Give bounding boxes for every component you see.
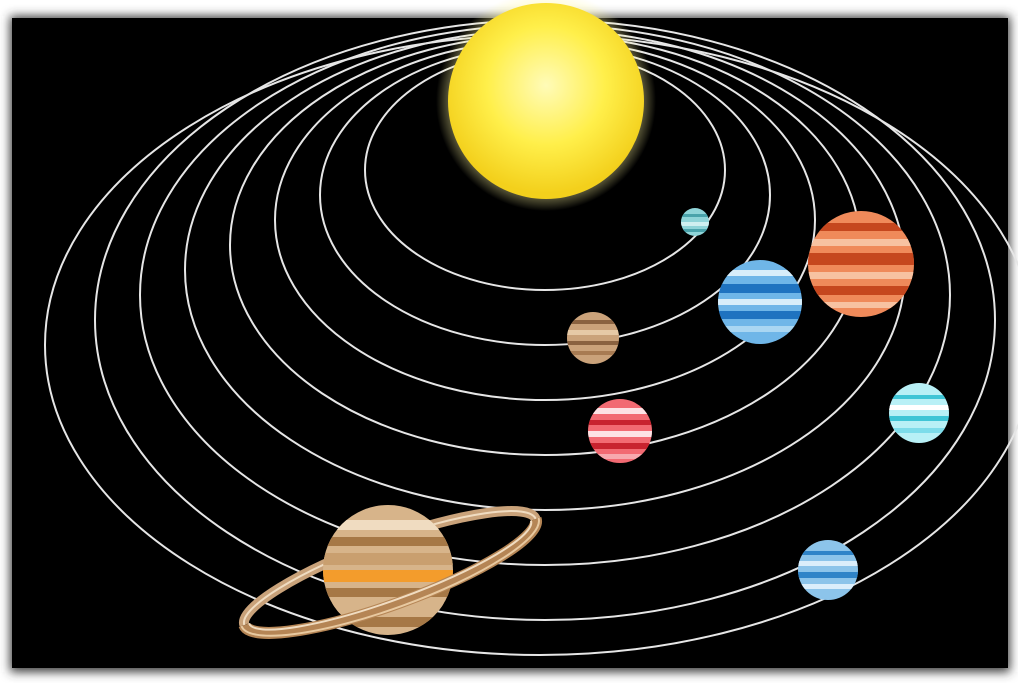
sun	[436, 0, 656, 211]
sun-disc	[448, 3, 644, 199]
